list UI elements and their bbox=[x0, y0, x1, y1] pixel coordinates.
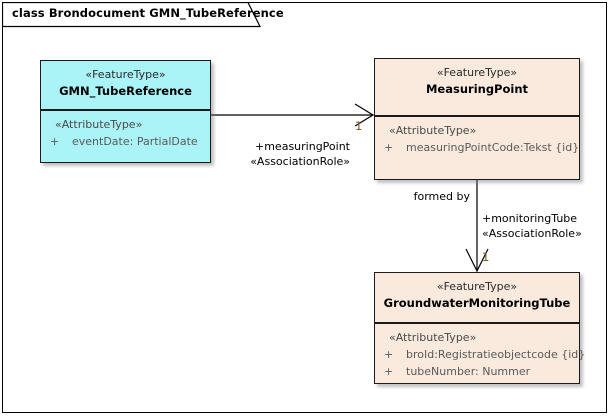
diagram-title: class Brondocument GMN_TubeReference bbox=[12, 6, 284, 20]
attribute-row: + broId:Registratieobjectcode {id} bbox=[381, 346, 585, 363]
multiplicity-measuringpoint: 1 bbox=[355, 119, 363, 133]
attribute-compartment-stereotype: «AttributeType» bbox=[55, 117, 143, 131]
attribute-row: + eventDate: PartialDate bbox=[47, 133, 206, 150]
class-header-measuringpoint: «FeatureType» MeasuringPoint bbox=[375, 59, 579, 115]
class-stereotype: «FeatureType» bbox=[436, 280, 518, 293]
class-name: GMN_TubeReference bbox=[59, 83, 192, 98]
attribute-row: + tubeNumber: Nummer bbox=[381, 363, 575, 380]
role-name-measuringpoint: +measuringPoint bbox=[255, 140, 350, 153]
attribute-visibility: + bbox=[384, 348, 394, 362]
class-divider bbox=[375, 322, 579, 324]
attribute-visibility: + bbox=[384, 365, 394, 379]
association-name-formed-by: formed by bbox=[413, 190, 470, 203]
class-attributes-gmn-tubereference: «AttributeType» + eventDate: PartialDate bbox=[41, 111, 210, 158]
class-header-gmn-tubereference: «FeatureType» GMN_TubeReference bbox=[41, 61, 210, 109]
role-stereotype-measuringpoint: «AssociationRole» bbox=[250, 155, 350, 168]
class-divider bbox=[375, 115, 579, 117]
attribute-label: eventDate: PartialDate bbox=[72, 135, 198, 149]
attribute-compartment-stereotype: «AttributeType» bbox=[389, 123, 477, 137]
class-box-measuringpoint[interactable]: «FeatureType» MeasuringPoint «AttributeT… bbox=[374, 58, 580, 180]
attribute-label: broId:Registratieobjectcode {id} bbox=[406, 348, 586, 362]
class-divider bbox=[41, 109, 210, 111]
title-tab-shape bbox=[2, 2, 261, 28]
attribute-row: + measuringPointCode:Tekst {id} bbox=[381, 139, 579, 156]
class-header-groundwatermonitoringtube: «FeatureType» GroundwaterMonitoringTube bbox=[375, 273, 579, 322]
multiplicity-monitoringtube: 1 bbox=[482, 250, 490, 264]
class-box-groundwatermonitoringtube[interactable]: «FeatureType» GroundwaterMonitoringTube … bbox=[374, 272, 585, 384]
class-attributes-measuringpoint: «AttributeType» + measuringPointCode:Tek… bbox=[375, 117, 579, 164]
diagram-title-tab: class Brondocument GMN_TubeReference bbox=[2, 2, 284, 28]
class-name: MeasuringPoint bbox=[425, 81, 529, 96]
attribute-label: measuringPointCode:Tekst {id} bbox=[406, 141, 580, 155]
role-name-monitoringtube: +monitoringTube bbox=[482, 212, 578, 225]
class-attributes-groundwatermonitoringtube: «AttributeType» + broId:Registratieobjec… bbox=[375, 324, 585, 388]
class-box-gmn-tubereference[interactable]: «FeatureType» GMN_TubeReference «Attribu… bbox=[40, 60, 211, 163]
attribute-label: tubeNumber: Nummer bbox=[406, 365, 531, 379]
attribute-visibility: + bbox=[50, 135, 60, 149]
attribute-visibility: + bbox=[384, 141, 394, 155]
attribute-compartment-stereotype: «AttributeType» bbox=[389, 330, 477, 344]
role-stereotype-monitoringtube: «AssociationRole» bbox=[482, 227, 582, 240]
class-name: GroundwaterMonitoringTube bbox=[383, 295, 571, 310]
class-stereotype: «FeatureType» bbox=[85, 68, 166, 81]
class-stereotype: «FeatureType» bbox=[436, 66, 518, 79]
